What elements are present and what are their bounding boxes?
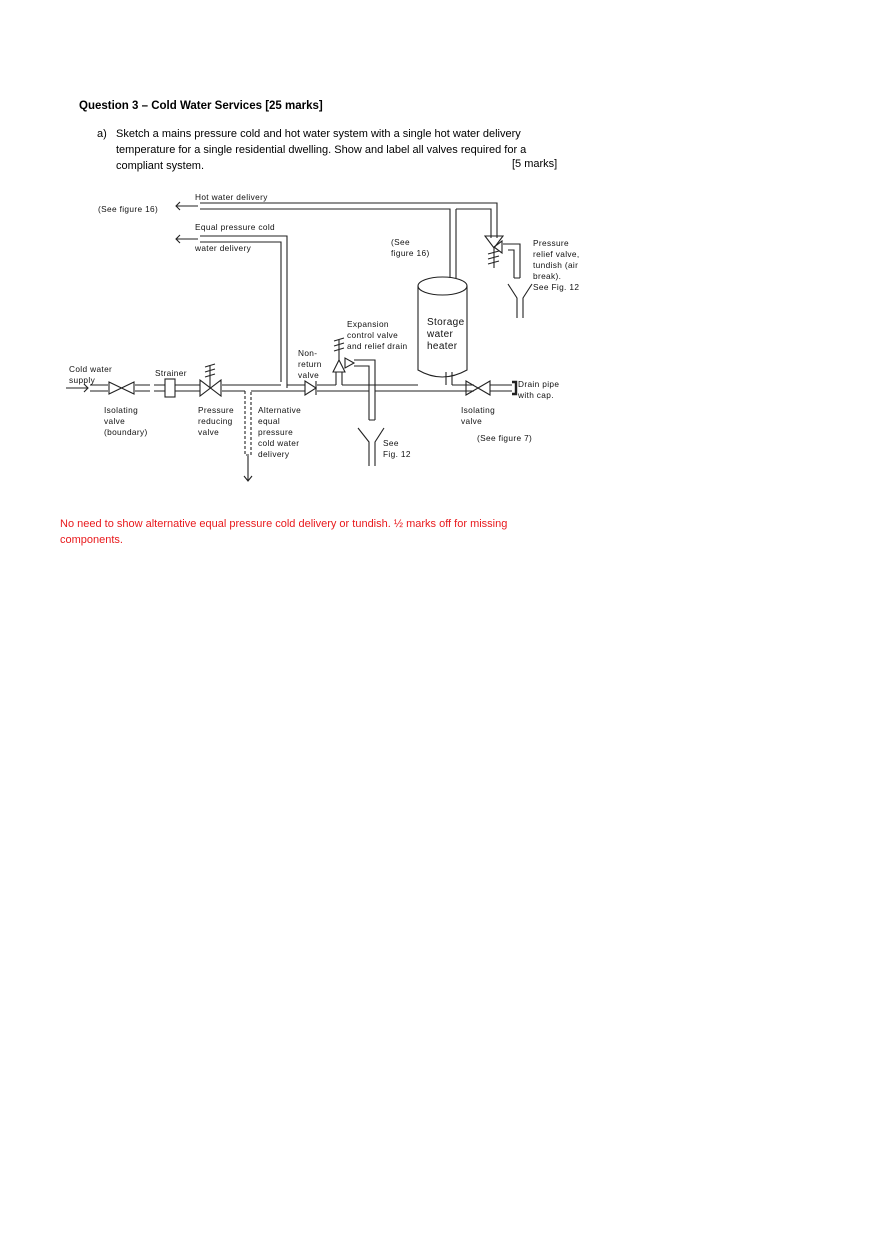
cold-supply-label-2: supply — [69, 375, 96, 385]
drain-pipe-label-1: Drain pipe — [518, 379, 559, 389]
pressure-relief-label-3: tundish (air — [533, 260, 578, 270]
alternative-delivery-label-2: equal — [258, 416, 280, 426]
storage-heater-label-2: water — [426, 329, 454, 340]
see-figure-16-left-label: (See figure 16) — [98, 204, 158, 214]
isolating-valve-boundary-label-2: valve — [104, 416, 125, 426]
see-fig-12-low-label-1: See — [383, 438, 399, 448]
question-title: Question 3 – Cold Water Services [25 mar… — [79, 100, 323, 112]
storage-heater-label-1: Storage — [427, 317, 465, 328]
non-return-valve-label-2: return — [298, 359, 322, 369]
see-figure-16-mid-label-2: figure 16) — [391, 248, 430, 258]
see-figure-16-mid-label-1: (See — [391, 237, 410, 247]
non-return-valve-label-3: valve — [298, 370, 319, 380]
isolating-valve-boundary-label-3: (boundary) — [104, 427, 148, 437]
pressure-reducing-label-3: valve — [198, 427, 219, 437]
alternative-delivery-label-3: pressure — [258, 427, 293, 437]
pressure-relief-label-2: relief valve, — [533, 249, 580, 259]
part-text: Sketch a mains pressure cold and hot wat… — [116, 128, 527, 172]
equal-pressure-cold-label-1: Equal pressure cold — [195, 222, 275, 232]
water-system-diagram: (See figure 16) Hot water delivery Equal… — [66, 192, 580, 482]
isolating-valve-right-label-1: Isolating — [461, 405, 495, 415]
equal-pressure-cold-label-2: water delivery — [194, 243, 252, 253]
expansion-valve-label-3: and relief drain — [347, 341, 408, 351]
expansion-valve-label-1: Expansion — [347, 319, 389, 329]
pressure-relief-label-1: Pressure — [533, 238, 569, 248]
see-figure-7-label: (See figure 7) — [477, 433, 532, 443]
storage-heater-label-3: heater — [427, 341, 458, 352]
strainer-label: Strainer — [155, 368, 187, 378]
pressure-reducing-label-1: Pressure — [198, 405, 234, 415]
isolating-valve-right-label-2: valve — [461, 416, 482, 426]
alternative-delivery-label-5: delivery — [258, 449, 290, 459]
expansion-valve-label-2: control valve — [347, 330, 398, 340]
pressure-relief-label-5: See Fig. 12 — [533, 282, 579, 292]
drain-pipe-label-2: with cap. — [517, 390, 554, 400]
isolating-valve-boundary-label-1: Isolating — [104, 405, 138, 415]
cold-supply-label-1: Cold water — [69, 364, 112, 374]
alternative-delivery-label-1: Alternative — [258, 405, 301, 415]
non-return-valve-label-1: Non- — [298, 348, 317, 358]
see-fig-12-low-label-2: Fig. 12 — [383, 449, 411, 459]
marking-note: No need to show alternative equal pressu… — [60, 518, 508, 546]
hot-water-delivery-label: Hot water delivery — [195, 192, 268, 202]
pressure-reducing-label-2: reducing — [198, 416, 233, 426]
part-label: a) — [97, 128, 107, 140]
part-marks: [5 marks] — [512, 158, 558, 170]
pressure-relief-label-4: break). — [533, 271, 561, 281]
alternative-delivery-label-4: cold water — [258, 438, 299, 448]
